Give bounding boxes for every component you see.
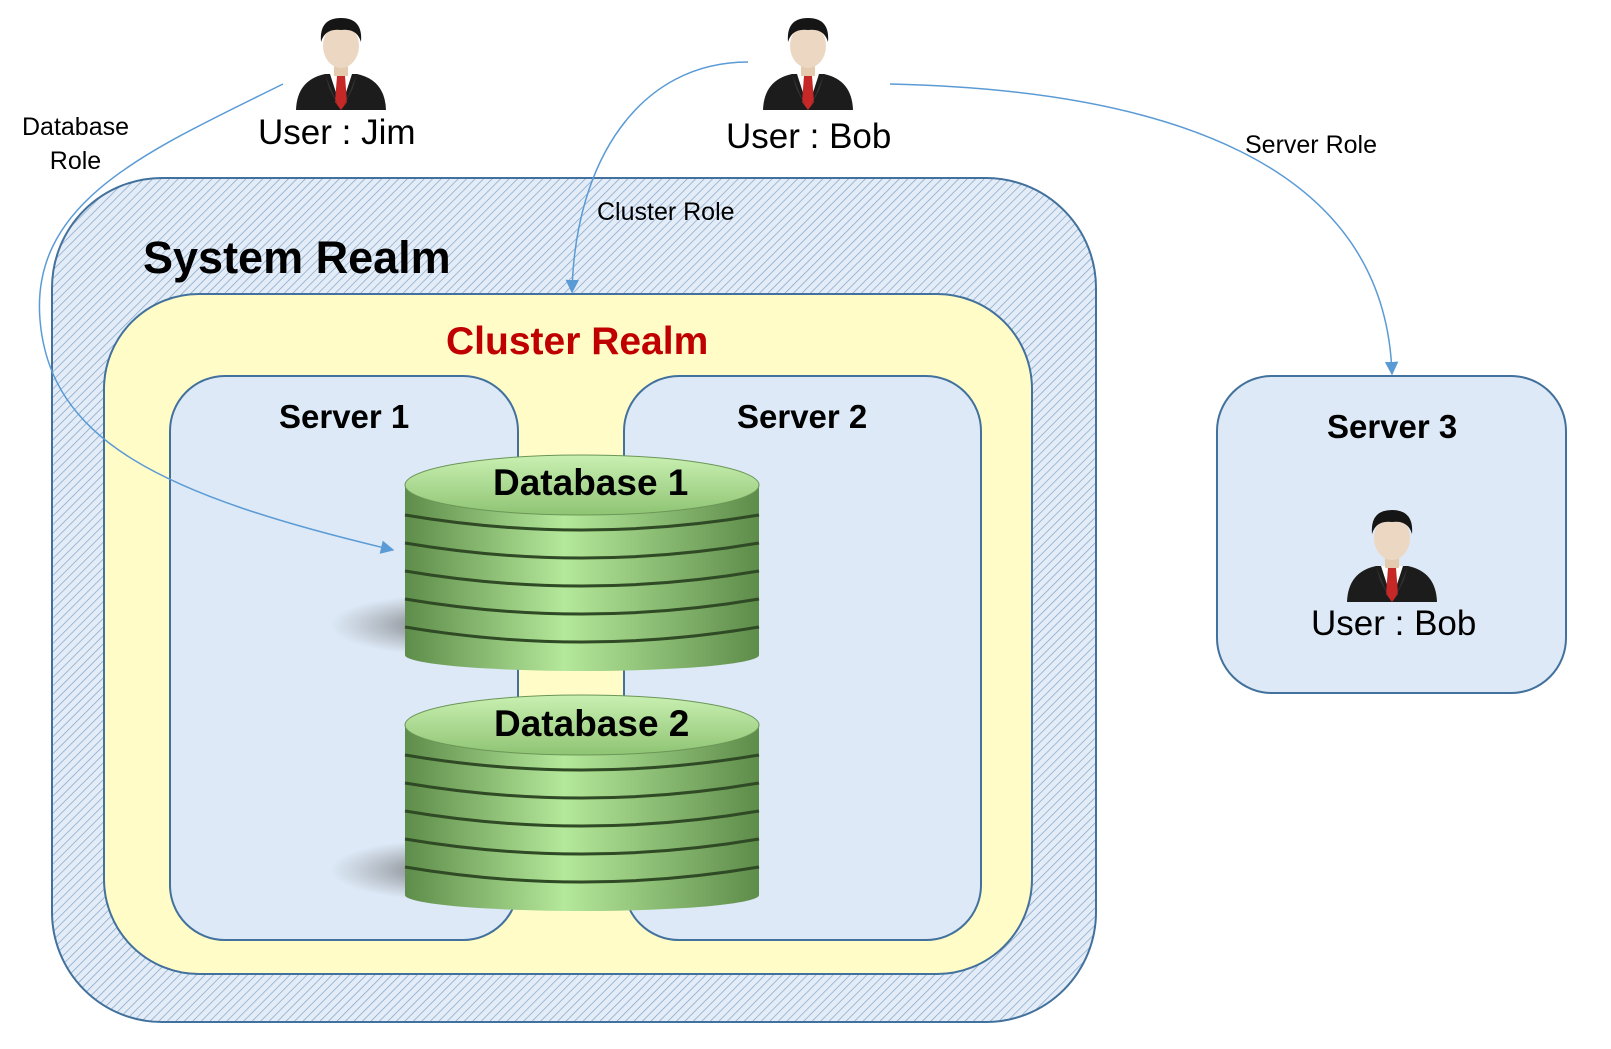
database-2-icon (330, 694, 760, 911)
cluster-role-arrow (565, 61, 749, 294)
database-1-label: Database 1 (493, 462, 689, 503)
user-bob-label: User : Bob (726, 117, 892, 156)
user-bob-icon (763, 18, 853, 110)
server-role-label: Server Role (1245, 131, 1377, 159)
server-1-title: Server 1 (279, 398, 410, 435)
database-2-label: Database 2 (494, 703, 690, 744)
user-jim-icon (296, 18, 386, 110)
user-bob-server3-label: User : Bob (1311, 604, 1477, 643)
database-role-label: Database Role (22, 113, 130, 175)
server-role-arrow (889, 83, 1399, 376)
database-role-arrow (38, 83, 395, 554)
cluster-realm-title: Cluster Realm (446, 320, 709, 363)
server-3-title: Server 3 (1327, 408, 1458, 445)
user-jim-label: User : Jim (258, 113, 416, 152)
system-realm-title: System Realm (143, 232, 451, 283)
server-2-title: Server 2 (737, 398, 868, 435)
database-1-icon (330, 454, 760, 671)
cluster-role-label: Cluster Role (597, 198, 735, 226)
